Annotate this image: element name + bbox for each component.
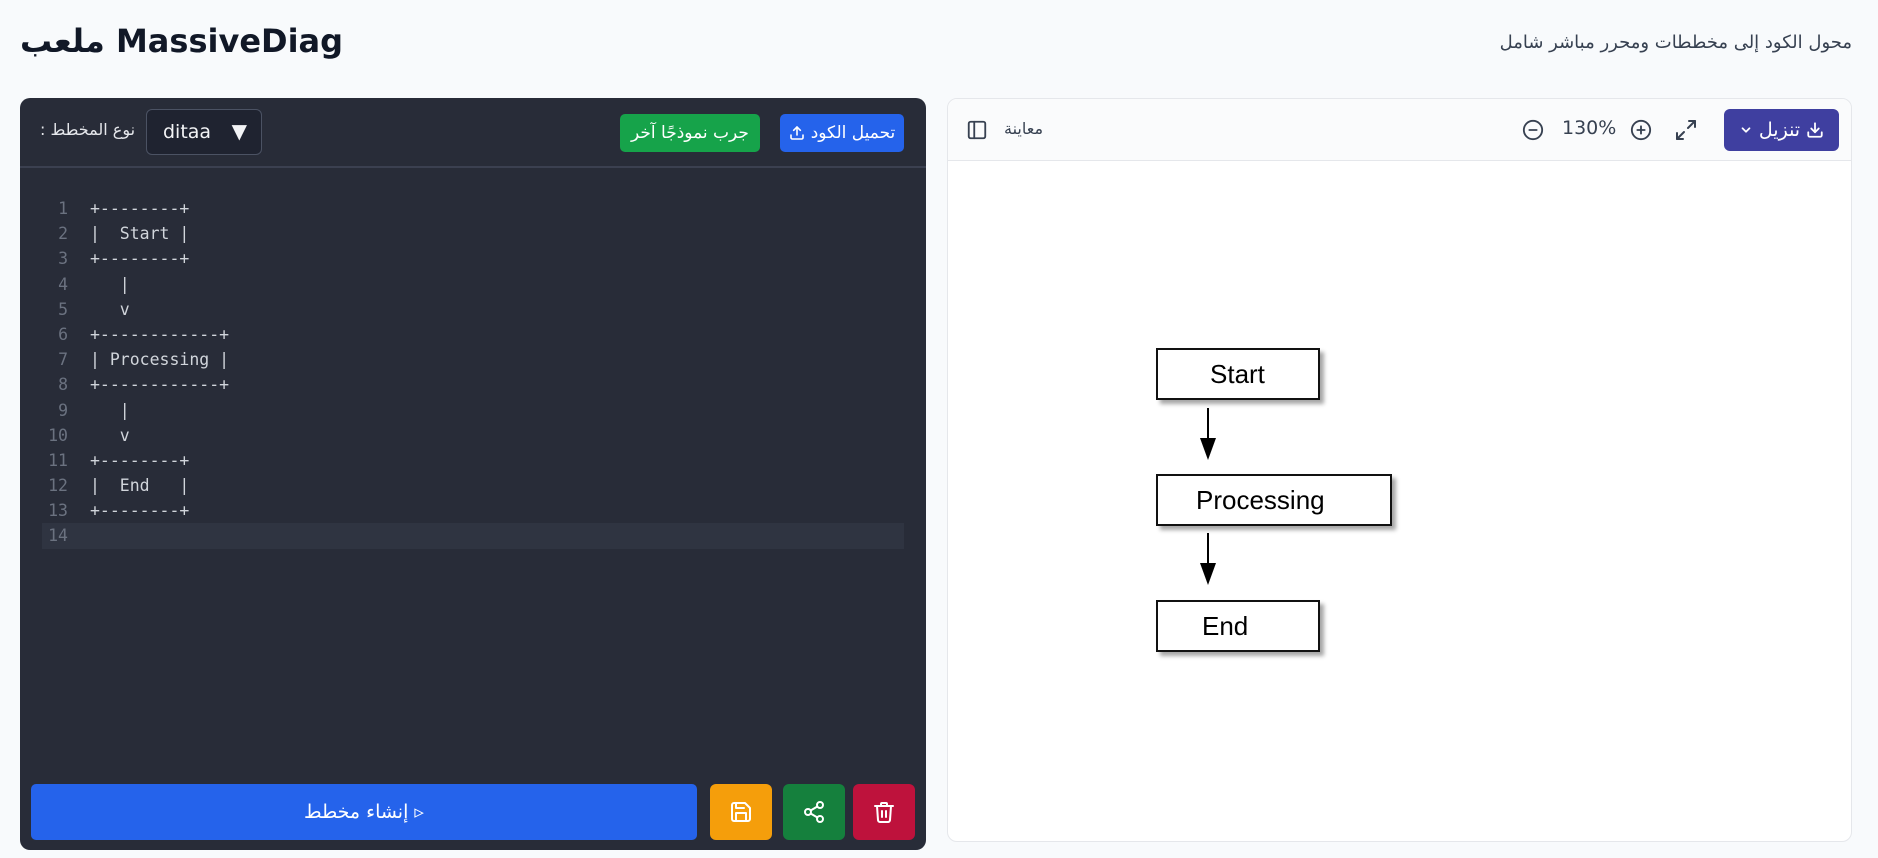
line-number: 6 [58, 324, 68, 344]
diagram-node-start: Start [1156, 348, 1320, 400]
preview-toolbar: معاينة 130% تنزيل [948, 99, 1851, 161]
code-line: 9 | [42, 398, 904, 423]
code-line: 3 +--------+ [42, 246, 904, 271]
line-number: 9 [58, 400, 68, 420]
editor-action-bar: إنشاء مخطط ▹ [20, 784, 926, 840]
preview-label: معاينة [1004, 119, 1044, 138]
code-text: | [90, 274, 130, 294]
code-text: | Processing | [90, 350, 230, 370]
generate-diagram-label: إنشاء مخطط ▹ [304, 801, 424, 823]
preview-panel: معاينة 130% تنزيل Start Processing [947, 98, 1852, 842]
diagram-type-select[interactable]: ditaa ▼ [146, 109, 262, 155]
fullscreen-button[interactable] [1674, 118, 1698, 146]
code-text: +--------+ [90, 450, 190, 470]
arrow-down-icon [1200, 408, 1216, 460]
chevron-down-icon [1741, 127, 1751, 133]
code-line: 5 v [42, 297, 904, 322]
generate-diagram-button[interactable]: إنشاء مخطط ▹ [31, 784, 697, 840]
code-line: 1 +--------+ [42, 196, 904, 221]
upload-code-label: تحميل الكود [810, 123, 896, 143]
download-label: تنزيل [1758, 119, 1801, 141]
code-line: 12 | End | [42, 473, 904, 498]
arrow-down-icon [1200, 533, 1216, 585]
code-line: 6 +------------+ [42, 322, 904, 347]
code-text: +--------+ [90, 501, 190, 521]
sidebar-toggle-button[interactable] [966, 119, 988, 145]
code-text: | Start | [90, 224, 190, 244]
code-text: +--------+ [90, 249, 190, 269]
line-number: 10 [48, 425, 68, 445]
code-text: +--------+ [90, 199, 190, 218]
diagram-type-value: ditaa [163, 121, 212, 143]
zoom-in-button[interactable] [1630, 119, 1652, 145]
code-line: 7 | Processing | [42, 347, 904, 372]
download-button[interactable]: تنزيل [1724, 109, 1839, 151]
line-number: 12 [48, 476, 68, 496]
expand-icon [1676, 120, 1696, 140]
code-line: 4 | [42, 272, 904, 297]
trash-icon [874, 802, 894, 823]
diagram-canvas: Start Processing End [948, 161, 1851, 841]
app-title: ملعب MassiveDiag [20, 22, 344, 60]
save-button[interactable] [710, 784, 772, 840]
share-button[interactable] [783, 784, 845, 840]
code-line: 2 | Start | [42, 221, 904, 246]
diagram-node-processing: Processing [1156, 474, 1392, 526]
sidebar-icon [967, 120, 987, 140]
download-icon [1807, 122, 1823, 138]
line-number: 4 [58, 274, 68, 294]
line-number: 13 [48, 501, 68, 521]
save-icon [731, 802, 751, 822]
code-text: +------------+ [90, 324, 230, 344]
zoom-level: 130% [1562, 117, 1617, 139]
code-line: 10 v [42, 423, 904, 448]
code-line: 11 +--------+ [42, 448, 904, 473]
line-number: 2 [58, 224, 68, 244]
line-number: 3 [58, 249, 68, 269]
code-line: 13 +--------+ [42, 498, 904, 523]
code-text: | End | [90, 476, 190, 496]
zoom-out-button[interactable] [1522, 119, 1544, 145]
delete-button[interactable] [853, 784, 915, 840]
diagram-node-end: End [1156, 600, 1320, 652]
zoom-in-icon [1630, 119, 1652, 141]
dropdown-caret-icon: ▼ [231, 119, 247, 143]
page-header: ملعب MassiveDiag محول الكود إلى مخططات و… [0, 0, 1878, 86]
upload-code-button[interactable]: تحميل الكود [780, 114, 904, 152]
share-icon [804, 801, 824, 823]
zoom-out-icon [1522, 119, 1544, 141]
line-number: 7 [58, 350, 68, 370]
line-number: 14 [48, 526, 68, 546]
line-number: 5 [58, 299, 68, 319]
line-number: 8 [58, 375, 68, 395]
try-sample-label: جرب نموذجًا آخر [631, 123, 749, 143]
editor-panel: : نوع المخطط ditaa ▼ جرب نموذجًا آخر تحم… [20, 98, 926, 850]
tagline: محول الكود إلى مخططات ومحرر مباشر شامل [1499, 32, 1852, 53]
line-number: 11 [48, 450, 68, 470]
diagram-type-label: : نوع المخطط [40, 120, 136, 139]
code-line: 14 [42, 523, 904, 549]
line-number: 1 [58, 199, 68, 218]
code-text: v [90, 425, 130, 445]
try-sample-button[interactable]: جرب نموذجًا آخر [620, 114, 760, 152]
upload-icon [789, 126, 804, 140]
editor-toolbar: : نوع المخطط ditaa ▼ جرب نموذجًا آخر تحم… [20, 98, 926, 168]
code-line: 8 +------------+ [42, 372, 904, 397]
code-text: | [90, 400, 130, 420]
code-text: +------------+ [90, 375, 230, 395]
code-text: v [90, 299, 130, 319]
